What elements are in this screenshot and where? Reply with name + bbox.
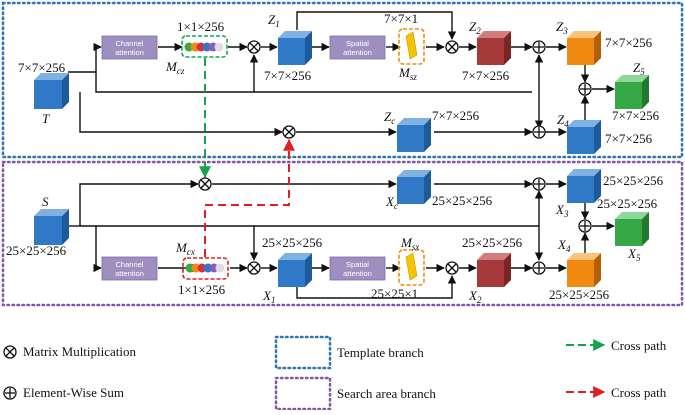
- cube-z4: [567, 120, 601, 154]
- search-connections: [68, 179, 615, 299]
- channel-attention-label-line1: Channel: [116, 260, 144, 269]
- legend-cross-path-red: Cross path: [611, 385, 667, 400]
- cube-z3: [567, 31, 601, 65]
- z2-label: Z2: [469, 19, 481, 36]
- operators: [198, 40, 592, 275]
- cube-x4: [567, 253, 601, 287]
- x5-dim: 25×25×256: [597, 196, 658, 211]
- sum-op: [532, 261, 546, 275]
- z3-label: Z3: [556, 19, 568, 36]
- msx-map: [398, 249, 425, 286]
- mcz-dim: 1×1×256: [177, 19, 225, 34]
- legend-search-swatch: [274, 376, 332, 411]
- msz-label: Msz: [398, 65, 417, 82]
- spatial-attention-label-line1: Spatial: [346, 260, 369, 269]
- spatial-attention-label-line2: attention: [343, 48, 372, 57]
- cube-t: [34, 73, 69, 109]
- cube-x2: [477, 253, 511, 287]
- legend-template-swatch: [274, 335, 332, 370]
- legend: Matrix Multiplication Element-Wise Sum T…: [3, 335, 667, 411]
- zc-dim: 7×7×256: [432, 108, 480, 123]
- mult-op: [247, 261, 261, 275]
- t-dim: 7×7×256: [18, 60, 66, 75]
- legend-elem-sum: Element-Wise Sum: [23, 385, 124, 400]
- x1-dim: 25×25×256: [262, 235, 323, 250]
- msx-dim: 25×25×1: [371, 286, 418, 301]
- cube-xc: [397, 170, 431, 204]
- t-label: T: [42, 111, 50, 126]
- x3-label: X3: [555, 202, 569, 219]
- mult-op: [445, 261, 459, 275]
- legend-sum-icon: [3, 386, 17, 400]
- legend-template-branch: Template branch: [337, 345, 424, 360]
- z3-dim: 7×7×256: [605, 35, 653, 50]
- s-label: S: [42, 194, 49, 209]
- xc-dim: 25×25×256: [432, 193, 493, 208]
- search-branch-border: [1, 160, 684, 307]
- msz-dim: 7×7×1: [384, 11, 418, 26]
- x5-label: X5: [627, 246, 641, 263]
- z1-dim: 7×7×256: [264, 68, 312, 83]
- cube-zc: [397, 118, 431, 152]
- sum-op: [532, 125, 546, 139]
- sum-op: [578, 82, 592, 96]
- z4-dim: 7×7×256: [605, 131, 653, 146]
- zc-label: Zc: [384, 109, 395, 126]
- x1-label: X1: [262, 288, 275, 305]
- msz-map: [398, 28, 425, 65]
- legend-search-branch: Search area branch: [337, 386, 436, 401]
- x2-label: X2: [468, 288, 482, 305]
- cube-x3: [567, 169, 601, 203]
- search-spatial-attention: Spatial attention: [329, 256, 386, 281]
- cube-z5: [615, 75, 649, 109]
- x2-dim: 25×25×256: [462, 235, 523, 250]
- legend-mult-icon: [3, 345, 17, 359]
- cube-s: [34, 209, 69, 245]
- legend-matrix-mult: Matrix Multiplication: [23, 344, 137, 359]
- x4-label: X4: [557, 237, 571, 254]
- s-dim: 25×25×256: [6, 243, 67, 258]
- sum-op: [532, 177, 546, 191]
- mult-op: [247, 40, 261, 54]
- cube-z1: [278, 31, 312, 65]
- z5-dim: 7×7×256: [612, 108, 660, 123]
- x4-dim: 25×25×256: [549, 287, 610, 302]
- x3-dim: 25×25×256: [603, 173, 664, 188]
- z4-label: Z4: [557, 112, 569, 129]
- mult-op: [445, 40, 459, 54]
- xc-label: Xc: [385, 194, 398, 211]
- cube-x5: [615, 212, 649, 246]
- mult-op: [282, 125, 296, 139]
- mcx-label: Mcx: [175, 240, 195, 257]
- channel-attention-label-line1: Channel: [116, 39, 144, 48]
- spatial-attention-label-line2: attention: [343, 269, 372, 278]
- template-branch-border: [1, 1, 684, 159]
- mcz-vector: [181, 35, 228, 58]
- channel-attention-label-line2: attention: [115, 48, 144, 57]
- z1-label: Z1: [268, 12, 280, 29]
- red-cross-path: [204, 138, 295, 257]
- template-connections: [68, 11, 615, 137]
- sum-op: [532, 40, 546, 54]
- search-channel-attention: Channel attention: [101, 256, 158, 281]
- z5-label: Z5: [633, 60, 645, 77]
- mcx-vector: [182, 257, 229, 280]
- mult-op: [198, 177, 212, 191]
- mcz-label: Mcz: [165, 59, 185, 76]
- spatial-attention-label-line1: Spatial: [346, 39, 369, 48]
- cube-z2: [477, 31, 511, 65]
- template-spatial-attention: Spatial attention: [329, 35, 386, 60]
- cube-x1: [278, 253, 312, 287]
- sum-op: [578, 219, 592, 233]
- legend-cross-path-green: Cross path: [611, 338, 667, 353]
- channel-attention-label-line2: attention: [115, 269, 144, 278]
- z2-dim: 7×7×256: [462, 68, 510, 83]
- mcx-dim: 1×1×256: [178, 282, 226, 297]
- msx-label: Msx: [400, 235, 419, 252]
- template-channel-attention: Channel attention: [101, 35, 158, 60]
